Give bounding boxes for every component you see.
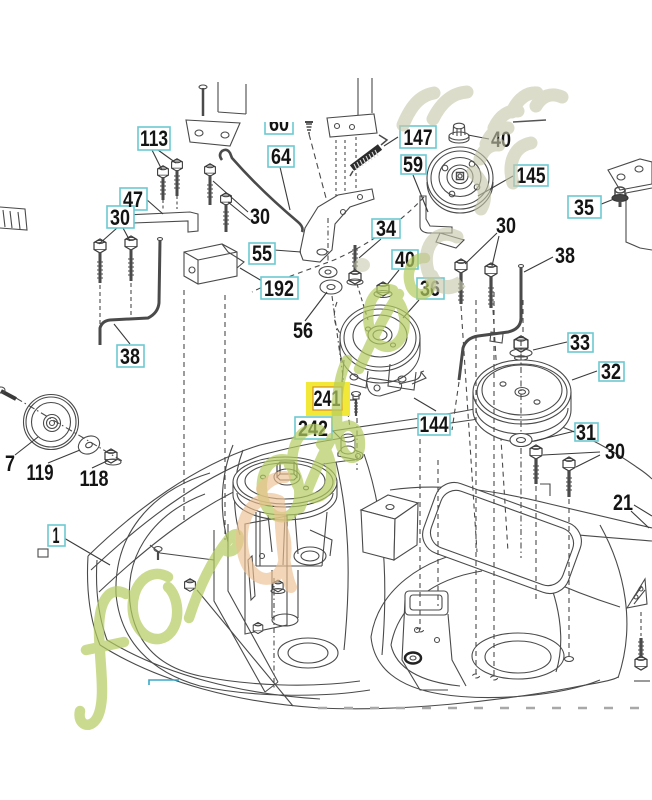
- svg-text:47: 47: [123, 187, 143, 212]
- svg-text:30: 30: [496, 213, 516, 238]
- svg-text:1: 1: [53, 523, 60, 548]
- svg-text:145: 145: [517, 163, 546, 188]
- svg-text:56: 56: [293, 318, 313, 343]
- svg-text:38: 38: [555, 243, 575, 268]
- svg-text:30: 30: [250, 204, 270, 229]
- svg-text:35: 35: [574, 195, 594, 220]
- svg-text:144: 144: [420, 412, 450, 437]
- svg-text:21: 21: [613, 490, 633, 515]
- svg-text:113: 113: [140, 126, 168, 151]
- svg-text:30: 30: [605, 439, 625, 464]
- svg-text:31: 31: [576, 420, 596, 445]
- svg-text:33: 33: [570, 330, 590, 355]
- svg-text:38: 38: [120, 344, 140, 369]
- svg-text:32: 32: [601, 359, 621, 384]
- svg-text:118: 118: [80, 466, 109, 491]
- svg-text:64: 64: [271, 144, 292, 169]
- svg-text:34: 34: [376, 216, 397, 241]
- svg-text:30: 30: [110, 205, 130, 230]
- svg-text:7: 7: [5, 451, 15, 476]
- svg-text:119: 119: [27, 460, 54, 485]
- svg-text:147: 147: [404, 125, 433, 150]
- svg-text:55: 55: [252, 241, 272, 266]
- svg-text:59: 59: [403, 152, 423, 177]
- svg-text:192: 192: [264, 276, 294, 301]
